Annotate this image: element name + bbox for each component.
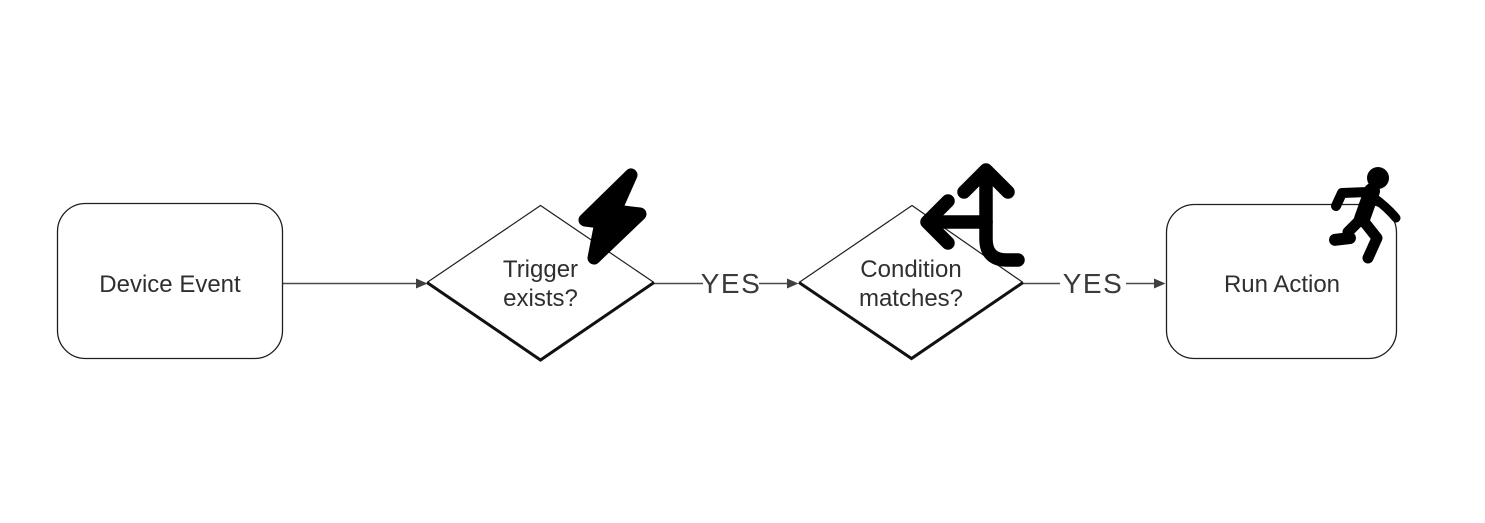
person-running-icon	[1329, 167, 1401, 264]
node-device-event: Device Event	[56, 202, 284, 360]
split-arrows-icon	[920, 163, 1025, 267]
runner-shoe	[1329, 232, 1356, 246]
node-condition-matches: Condition matches?	[798, 204, 1024, 361]
arrowhead-icon	[787, 278, 799, 289]
edge-device-event-to-trigger-exists	[283, 278, 428, 289]
trigger-exists-top-edges	[426, 204, 655, 283]
run-action-label: Run Action	[1224, 271, 1340, 298]
condition-matches-label-line2: matches?	[859, 285, 963, 312]
edge-label-yes: YES	[1063, 268, 1124, 299]
device-event-shape	[56, 202, 284, 360]
trigger-exists-label-line1: Trigger	[503, 256, 578, 283]
arrowhead-icon	[1154, 278, 1166, 289]
condition-matches-label-line1: Condition	[860, 256, 961, 283]
runner-back-leg	[1356, 213, 1383, 264]
edge-condition-matches-to-run-action: YES	[1023, 268, 1166, 299]
runner-front-thigh	[1342, 212, 1368, 238]
trigger-exists-bottom-edges	[426, 281, 655, 362]
runner-front-arm	[1368, 192, 1401, 223]
runner-back-arm	[1331, 187, 1373, 211]
arrowhead-icon	[416, 278, 428, 289]
condition-matches-bottom-edges	[798, 281, 1024, 361]
edge-label-yes: YES	[701, 268, 762, 299]
trigger-exists-label-line2: exists?	[503, 285, 578, 312]
edge-trigger-exists-to-condition-matches: YES	[654, 268, 799, 299]
device-event-label: Device Event	[99, 271, 241, 298]
lightning-bolt-icon	[578, 168, 647, 265]
